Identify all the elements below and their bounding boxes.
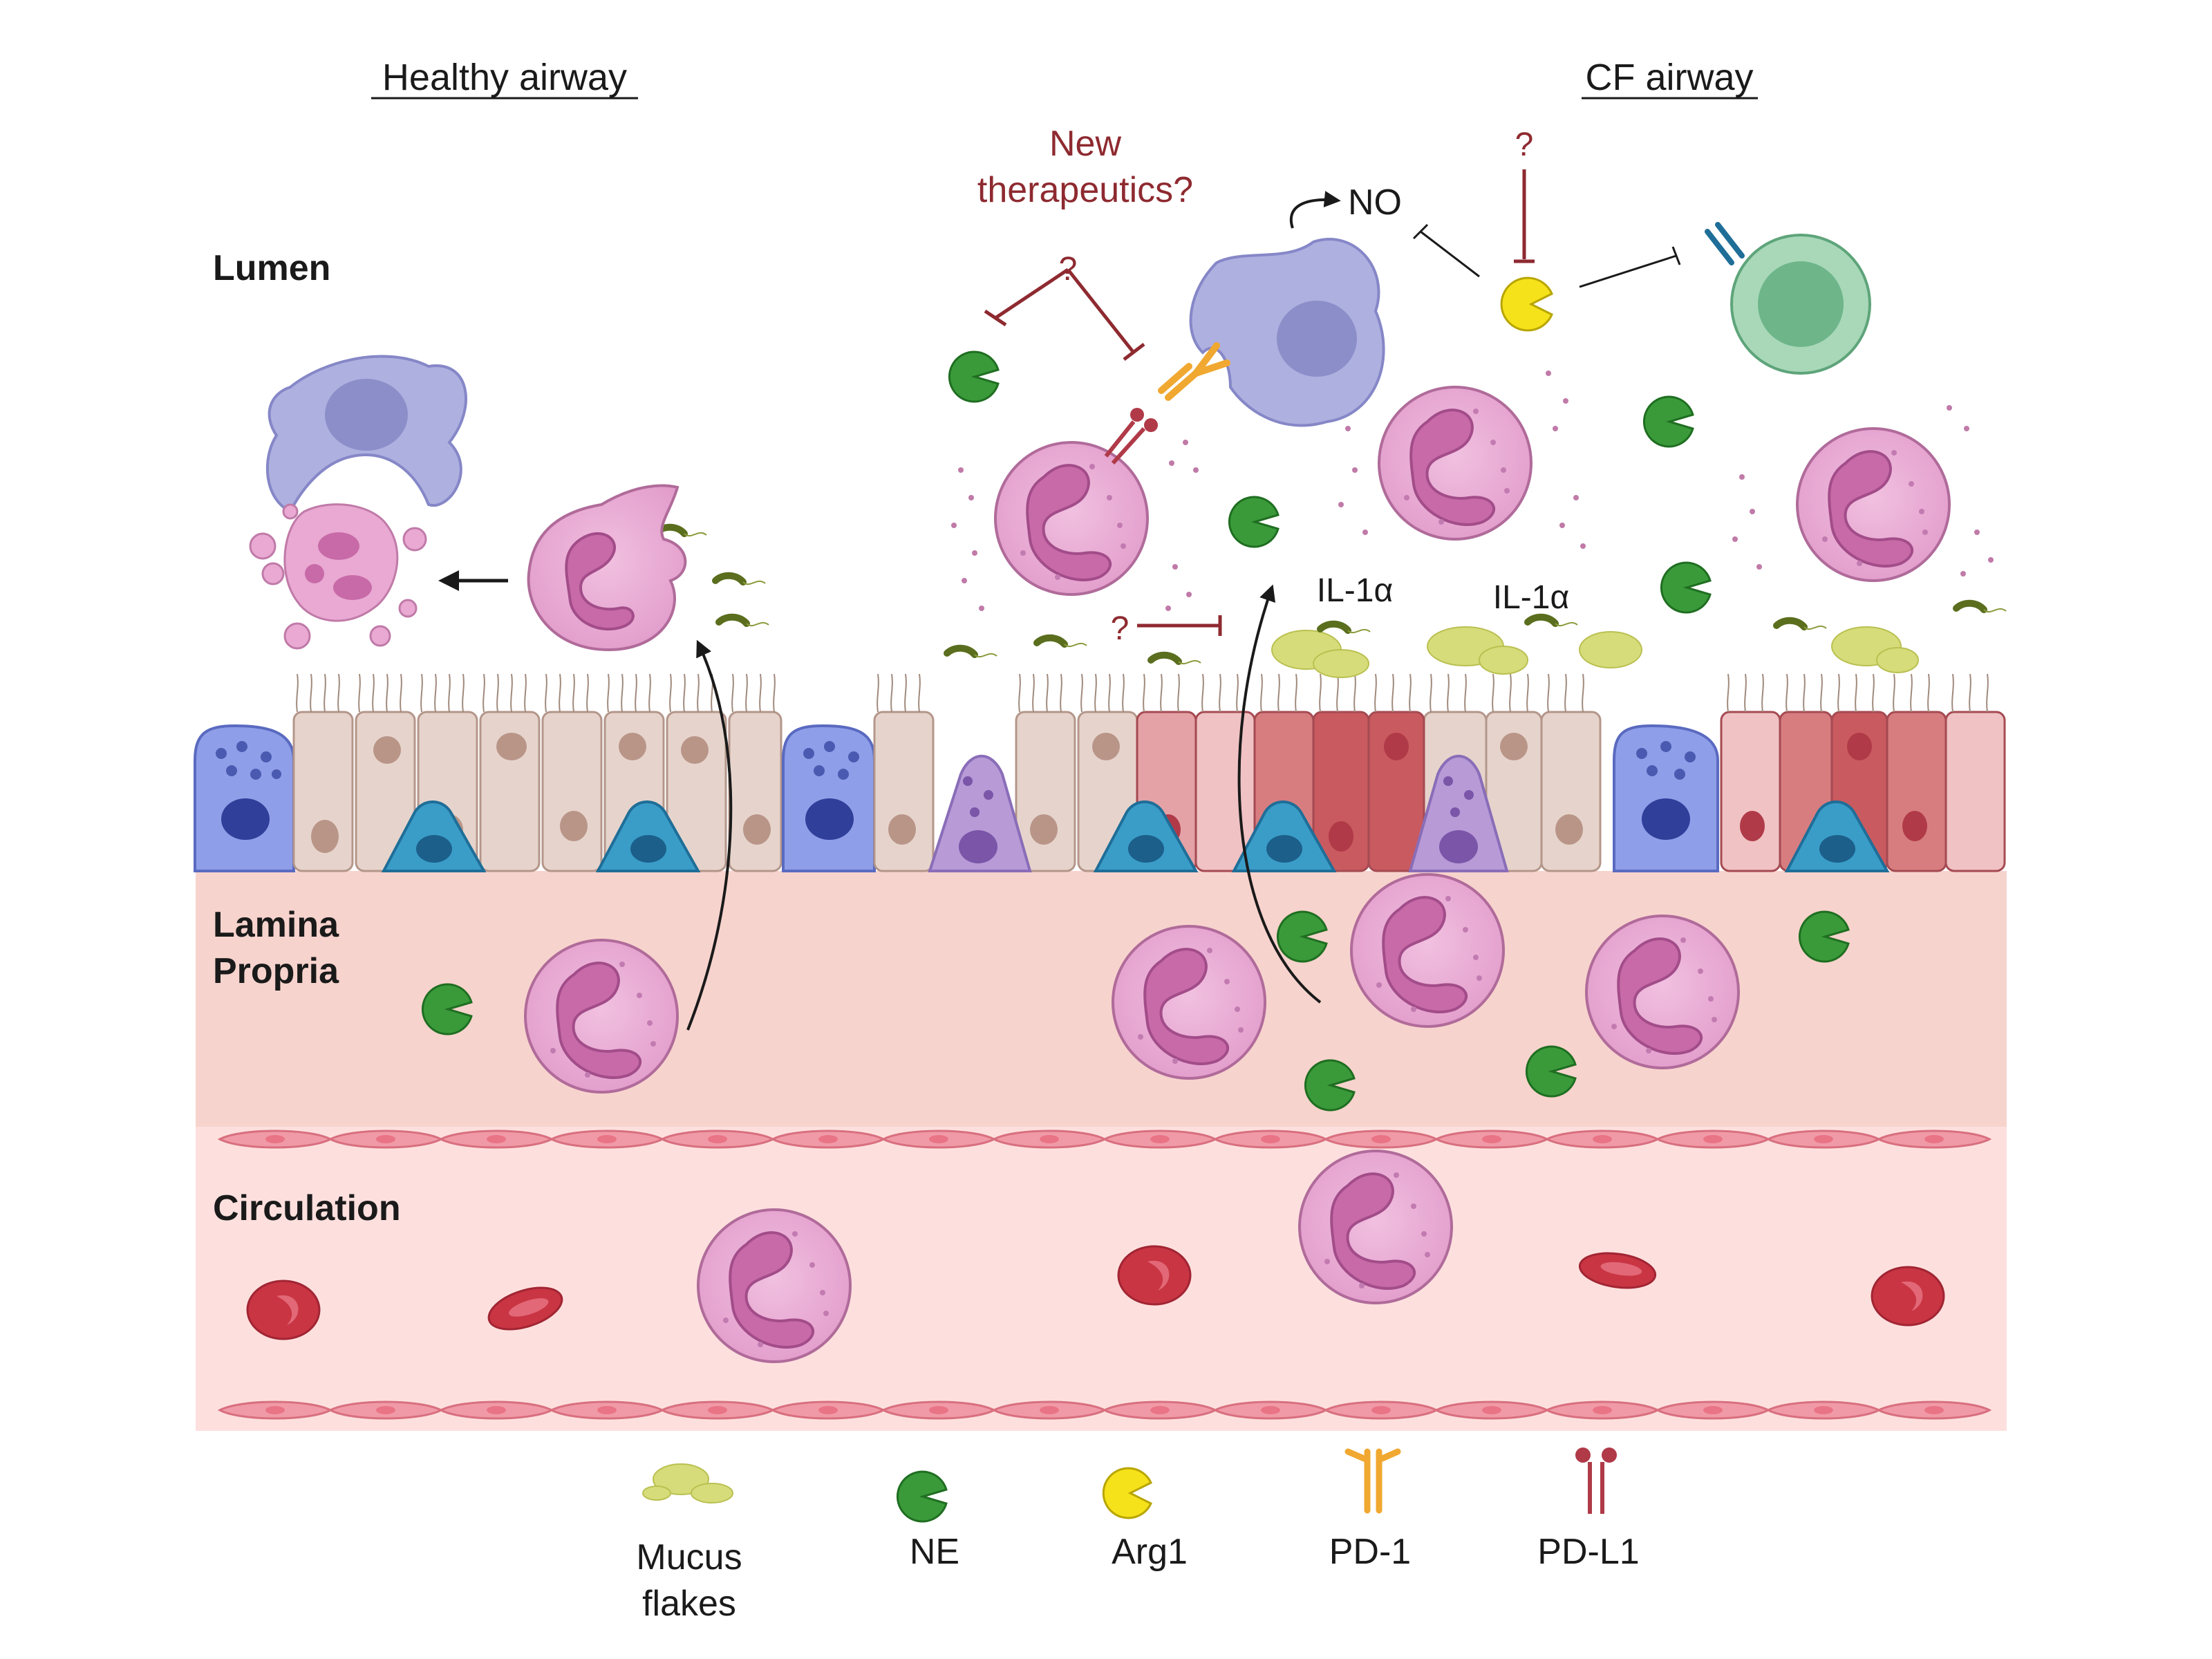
neutrophil-phagocytic (527, 484, 687, 652)
rbc-5 (1871, 1266, 1945, 1327)
neutrophil-cf-1 (994, 441, 1149, 596)
label-lamina-1: Lamina (213, 905, 339, 945)
ne-cf-2 (1228, 496, 1280, 548)
legend-arg1-label: Arg1 (1112, 1532, 1188, 1572)
arrow-migration-cf (1237, 584, 1322, 1004)
legend-ne-label: NE (910, 1532, 959, 1572)
neutrophil-lamina-healthy (524, 939, 679, 1094)
svg-text:Healthy airway: Healthy airway (382, 57, 627, 98)
legend-mucus-icon (642, 1463, 733, 1503)
apoptotic-neutrophil (249, 503, 427, 650)
annotation-no: NO (1348, 182, 1402, 223)
macrophage-cf (1189, 238, 1385, 427)
annotation-il1a-1: IL-1α (1317, 572, 1393, 609)
neutrophil-lamina-cf-1 (1112, 925, 1266, 1080)
neutrophil-lamina-cf-3 (1585, 915, 1740, 1069)
epithelium-healthy (194, 673, 782, 872)
legend-mucus-label-2: flakes (642, 1584, 736, 1624)
neutrophil-blood-1 (697, 1208, 852, 1363)
circulation-layer (196, 1127, 2007, 1431)
goblet-cell (782, 724, 876, 872)
inhibit-lines-black (1412, 223, 1681, 288)
label-circulation: Circulation (213, 1188, 401, 1228)
legend-pdl1-icon (1575, 1447, 1617, 1514)
inhibit-lines-red (984, 169, 1535, 636)
legend-pd1-icon (1344, 1448, 1401, 1514)
neutrophil-blood-2 (1298, 1150, 1453, 1304)
epithelium-cf (782, 673, 2006, 872)
t-cell (1705, 222, 1871, 375)
neutrophil-lamina-cf-2 (1350, 873, 1505, 1028)
legend-pd1-label: PD-1 (1329, 1532, 1411, 1572)
cilia-healthy (296, 673, 776, 713)
ne-cf-1 (948, 350, 1000, 403)
annotation-question-top: ? (1515, 126, 1534, 163)
annotation-question-mid: ? (1111, 610, 1130, 647)
arrow-migration-healthy (686, 639, 733, 1031)
annotation-new-therapeutics-1: New (1049, 124, 1121, 164)
neutrophil-nucleus-fragments (305, 532, 372, 600)
goblet-cell (1613, 724, 1719, 872)
annotation-il1a-2: IL-1α (1493, 579, 1569, 616)
pd1-receptor (1158, 342, 1230, 401)
ciliated-cells (292, 711, 782, 872)
granule-release (951, 371, 1994, 611)
legend-ne-icon (896, 1470, 948, 1523)
svg-text:CF airway: CF airway (1585, 57, 1753, 98)
arrow-no (1289, 191, 1341, 229)
annotation-new-therapeutics-2: therapeutics? (977, 170, 1193, 210)
label-lumen: Lumen (213, 248, 330, 288)
legend-mucus-label-1: Mucus (636, 1537, 742, 1577)
neutrophil-cf-3 (1796, 427, 1951, 582)
mucus-flakes (1271, 626, 1919, 678)
rbc-2 (487, 1286, 563, 1331)
macrophage-healthy (265, 355, 467, 514)
heading-cf: CF airway (1582, 57, 1758, 100)
ne-cf-4 (1660, 561, 1712, 614)
pdl1-ligand (1104, 420, 1146, 465)
rbc-1 (246, 1280, 321, 1340)
label-lamina-2: Propria (213, 951, 339, 991)
legend-pdl1-label: PD-L1 (1537, 1532, 1639, 1572)
goblet-cell (194, 724, 295, 872)
arg1-molecule (1500, 276, 1553, 332)
rbc-3 (1117, 1245, 1192, 1306)
heading-healthy: Healthy airway (371, 57, 638, 100)
cilia-cf (877, 673, 1989, 713)
basal-cell (381, 800, 701, 872)
legend-arg1-icon (1102, 1467, 1152, 1519)
rbc-4 (1578, 1252, 1657, 1289)
neutrophil-cf-2 (1378, 386, 1533, 541)
annotation-question-left: ? (1059, 251, 1078, 288)
ne-cf-3 (1642, 395, 1694, 448)
